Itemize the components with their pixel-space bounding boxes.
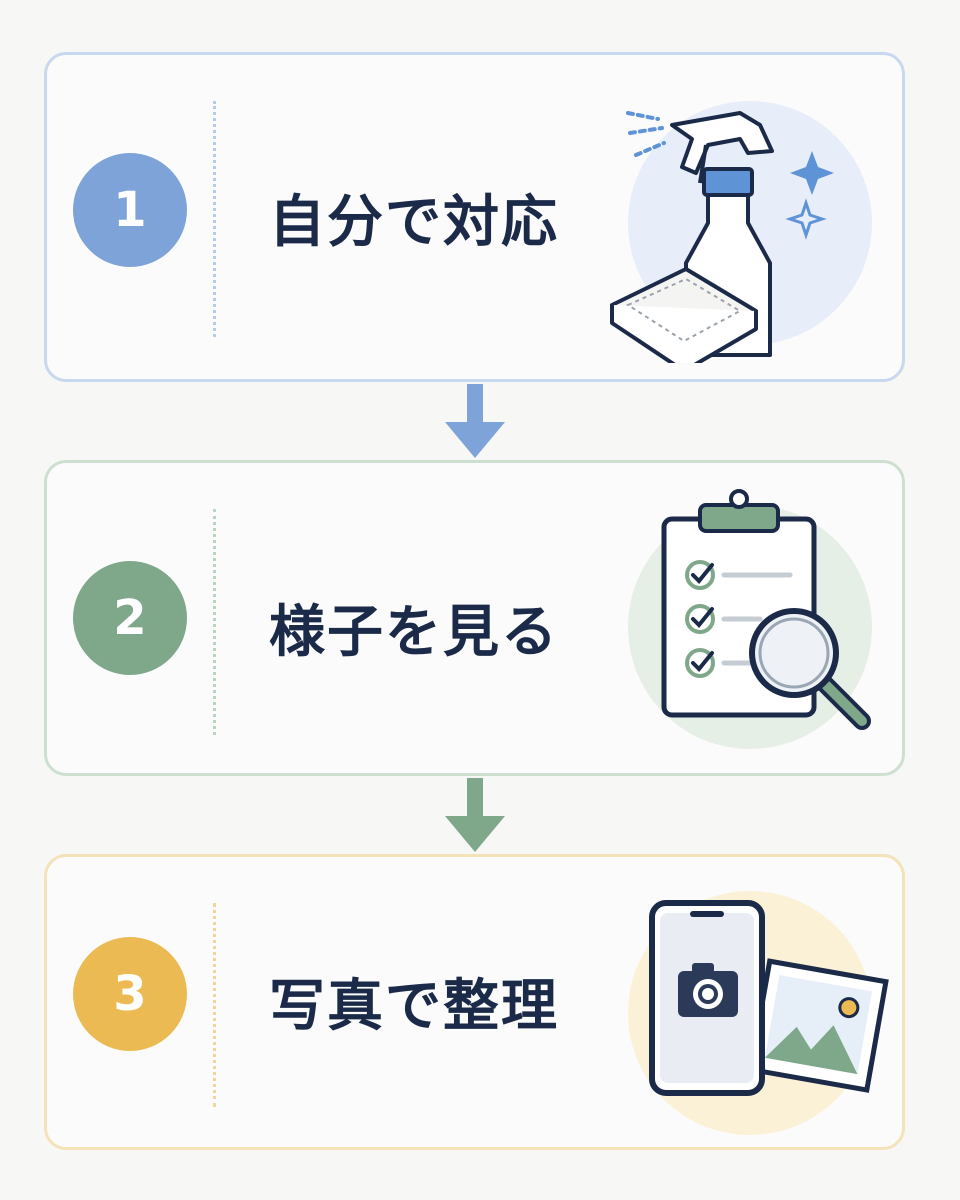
arrow-down-icon — [445, 778, 505, 854]
step-number-badge: 3 — [73, 937, 187, 1051]
step-label: 様子を見る — [269, 600, 559, 665]
step-divider — [213, 101, 216, 337]
step-card-1: 1 自分で対応 — [44, 52, 905, 382]
step-number-badge: 1 — [73, 153, 187, 267]
step-label: 写真で整理 — [269, 974, 559, 1039]
step-divider — [213, 903, 216, 1107]
step-number-badge: 2 — [73, 561, 187, 675]
arrow-down-icon — [445, 384, 505, 460]
step-card-2: 2 様子を見る — [44, 460, 905, 776]
checklist-clipboard-magnifier-icon — [600, 477, 890, 767]
step-label: 自分で対応 — [269, 190, 559, 255]
step-card-3: 3 写真で整理 — [44, 854, 905, 1150]
step-divider — [213, 509, 216, 735]
phone-camera-photo-icon — [600, 863, 890, 1153]
spray-bottle-and-cloth-icon — [600, 73, 890, 363]
